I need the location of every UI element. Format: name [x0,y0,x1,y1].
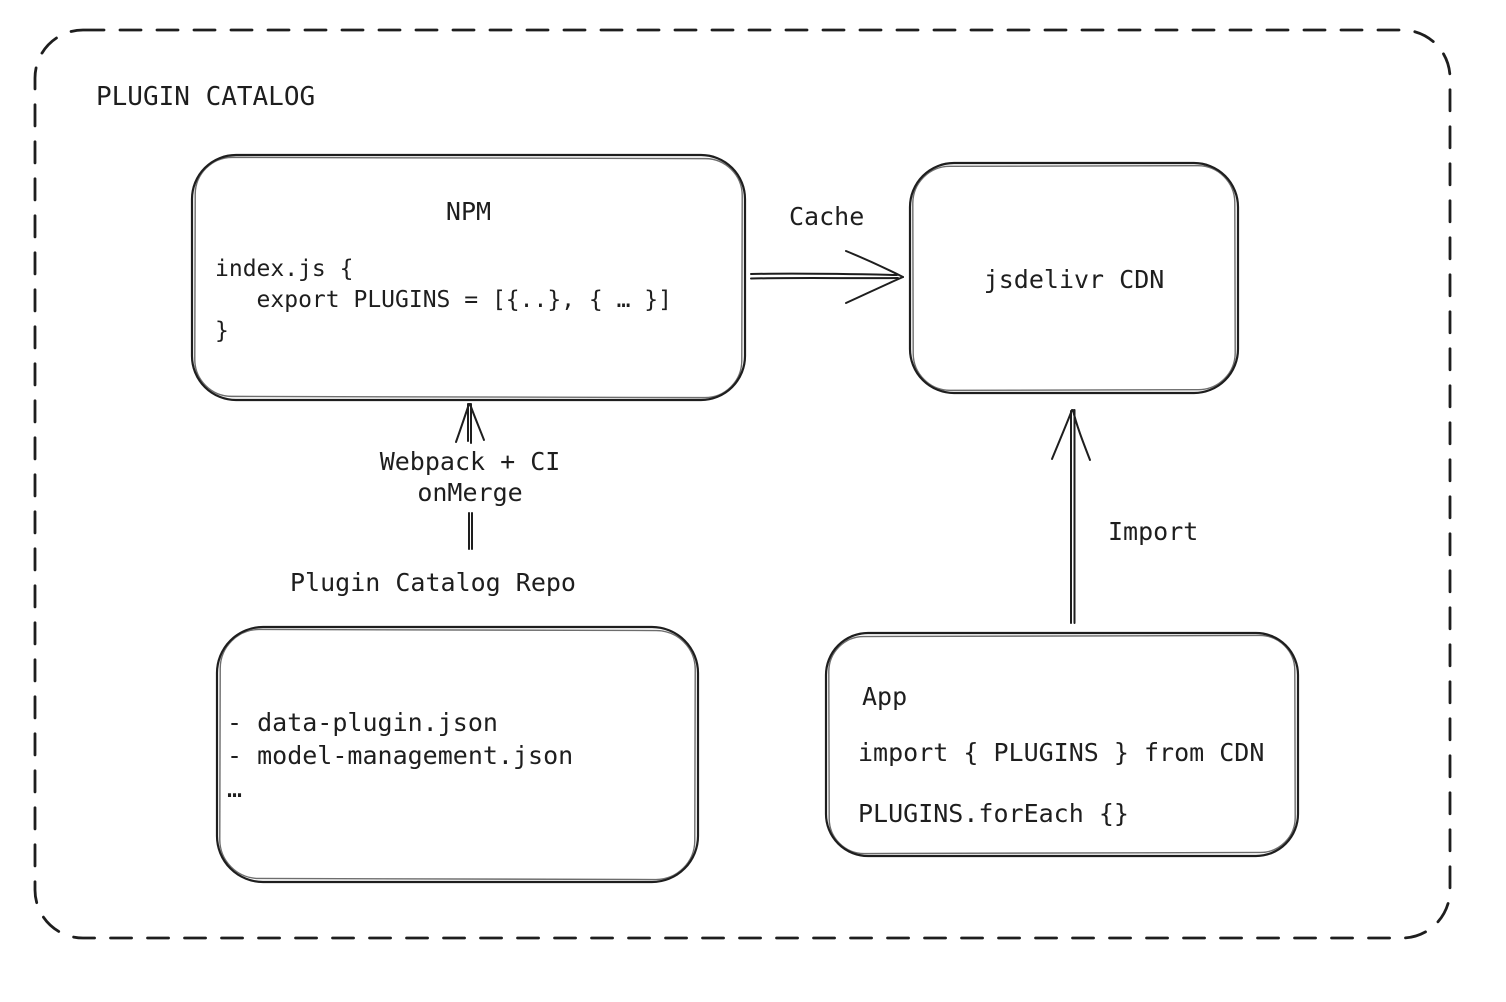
cache-arrow-label: Cache [789,202,865,231]
npm-code: index.js { export PLUGINS = [{..}, { … }… [215,254,672,347]
build-arrow-label-line-1: Webpack + CI [379,447,561,476]
cdn-box [908,161,1240,395]
cache-arrow [750,250,904,304]
repo-file-2: - model-management.json [227,741,574,770]
npm-box-title: NPM [445,197,492,226]
repo-file-ellipsis: … [227,774,243,803]
repo-box-title: Plugin Catalog Repo [290,568,576,597]
repo-file-1: - data-plugin.json [227,708,498,737]
app-box-title: App [862,682,908,711]
app-code-line-2: PLUGINS.forEach {} [858,799,1129,828]
npm-code-line-2: export PLUGINS = [{..}, { … }] [215,287,672,313]
app-code-line-1: import { PLUGINS } from CDN [858,738,1265,767]
catalog-boundary [33,28,1452,940]
npm-code-line-3: } [215,318,229,344]
repo-file-list: - data-plugin.json - model-management.js… [227,706,573,805]
build-arrow [455,403,485,550]
import-arrow-label: Import [1108,517,1199,546]
build-arrow-label-line-2: onMerge [417,478,523,507]
repo-box [215,625,700,884]
app-box [824,631,1300,858]
cdn-box-label: jsdelivr CDN [983,265,1165,294]
import-arrow [1051,409,1091,624]
npm-code-line-1: index.js { [215,256,354,282]
diagram-title: PLUGIN CATALOG [96,82,316,112]
npm-box [190,153,747,402]
build-arrow-label: Webpack + CI onMerge [330,446,610,508]
